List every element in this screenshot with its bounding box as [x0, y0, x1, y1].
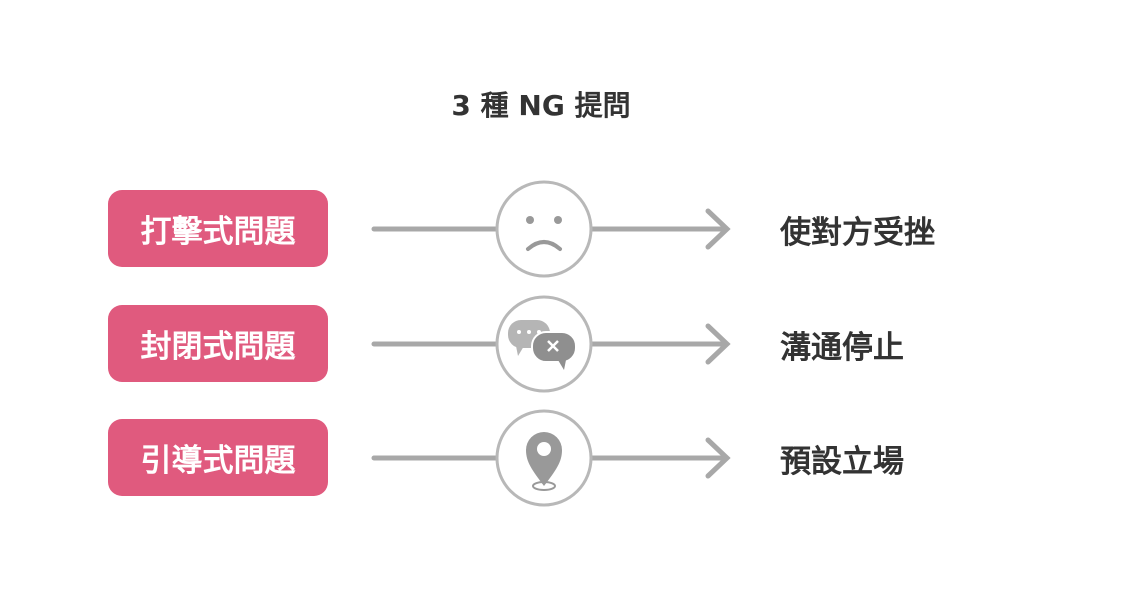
result-text: 溝通停止 — [780, 330, 904, 366]
question-type-pill: 引導式問題 — [108, 419, 328, 496]
arrow-connector — [371, 180, 731, 278]
row-leading: 引導式問題 預設立場 — [0, 408, 1138, 508]
row-attacking: 打擊式問題 使對方受挫 — [0, 179, 1138, 279]
row-closed: 封閉式問題 溝通停止 — [0, 294, 1138, 394]
question-type-pill: 打擊式問題 — [108, 190, 328, 267]
arrow-connector — [371, 295, 731, 393]
result-text: 預設立場 — [780, 444, 904, 480]
result-text: 使對方受挫 — [780, 215, 935, 251]
question-type-pill: 封閉式問題 — [108, 305, 328, 382]
diagram-title: 3 種 NG 提問 — [451, 89, 631, 122]
sad-face-icon — [526, 216, 562, 251]
location-pin-icon — [526, 432, 562, 491]
arrow-connector — [371, 409, 731, 507]
chat-blocked-icon — [508, 320, 577, 370]
